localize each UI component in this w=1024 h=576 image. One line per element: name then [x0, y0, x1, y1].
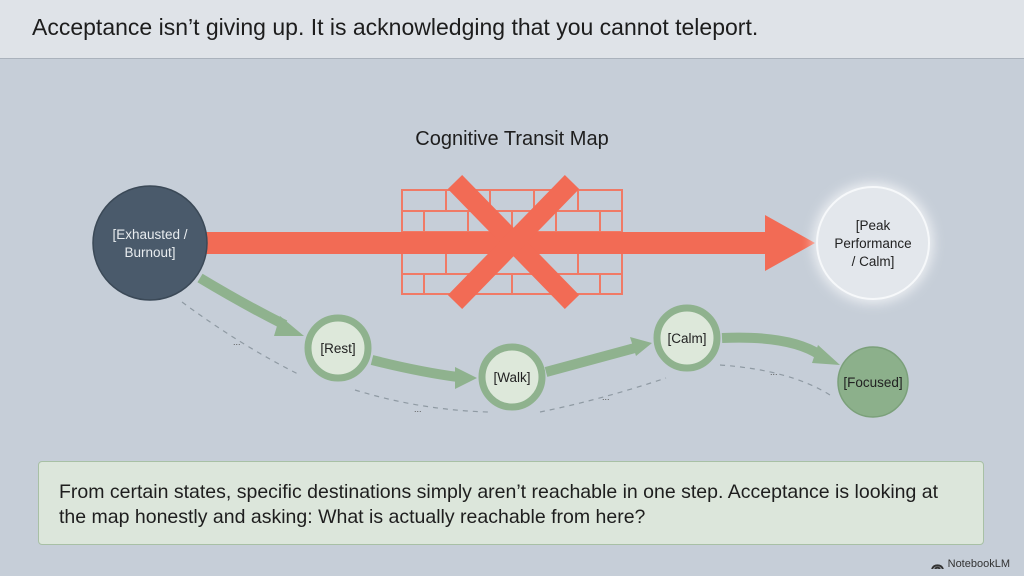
node-peak-performance: [Peak Performance / Calm] — [813, 183, 933, 303]
notebooklm-logo-icon — [930, 564, 944, 569]
callout-text: From certain states, specific destinatio… — [59, 481, 939, 528]
path-segment — [197, 273, 288, 330]
ellipsis-label: ... — [233, 337, 241, 347]
node-label: Performance — [834, 236, 911, 251]
dashed-paths — [181, 301, 831, 413]
node-label: [Peak — [856, 218, 891, 233]
arrowhead-icon — [630, 337, 652, 356]
node-label: [Walk] — [494, 370, 531, 385]
ellipsis-label: ... — [414, 404, 422, 414]
dashed-path — [181, 301, 301, 376]
dashed-path — [354, 389, 489, 413]
dashed-path — [539, 377, 667, 413]
direct-arrow — [205, 232, 770, 254]
arrowhead-icon — [812, 345, 840, 365]
node-label: [Exhausted / — [112, 227, 187, 242]
arrowhead-icon — [274, 316, 304, 336]
node-rest: [Rest] — [304, 314, 372, 382]
diagram-title: Cognitive Transit Map — [415, 128, 608, 150]
node-label: Burnout] — [124, 245, 175, 260]
direct-arrowhead-icon — [765, 215, 815, 271]
path-segment — [544, 343, 637, 377]
ellipsis-label: ... — [770, 367, 778, 377]
node-calm: [Calm] — [653, 304, 721, 372]
dashed-path — [719, 364, 831, 396]
node-label: [Rest] — [320, 341, 355, 356]
path-segment — [370, 355, 459, 382]
node-exhausted-burnout: [Exhausted / Burnout] — [92, 185, 208, 301]
node-label: [Calm] — [667, 331, 706, 346]
arrowhead-icon — [455, 367, 477, 389]
slide-header: Acceptance isn’t giving up. It is acknow… — [0, 0, 1024, 59]
path-arrowheads — [274, 316, 840, 389]
node-label: [Focused] — [843, 375, 902, 390]
cross-x-icon — [447, 175, 580, 309]
node-label: / Calm] — [852, 254, 895, 269]
ellipsis-label: ... — [602, 392, 610, 402]
node-focused: [Focused] — [837, 346, 909, 418]
node-walk: [Walk] — [478, 343, 546, 411]
takeaway-callout: From certain states, specific destinatio… — [38, 461, 984, 545]
notebooklm-brand: NotebookLM — [930, 558, 1010, 570]
slide-title: Acceptance isn’t giving up. It is acknow… — [32, 14, 759, 40]
path-segment — [721, 332, 823, 360]
brand-label: NotebookLM — [947, 558, 1010, 570]
reachable-path — [197, 273, 823, 382]
